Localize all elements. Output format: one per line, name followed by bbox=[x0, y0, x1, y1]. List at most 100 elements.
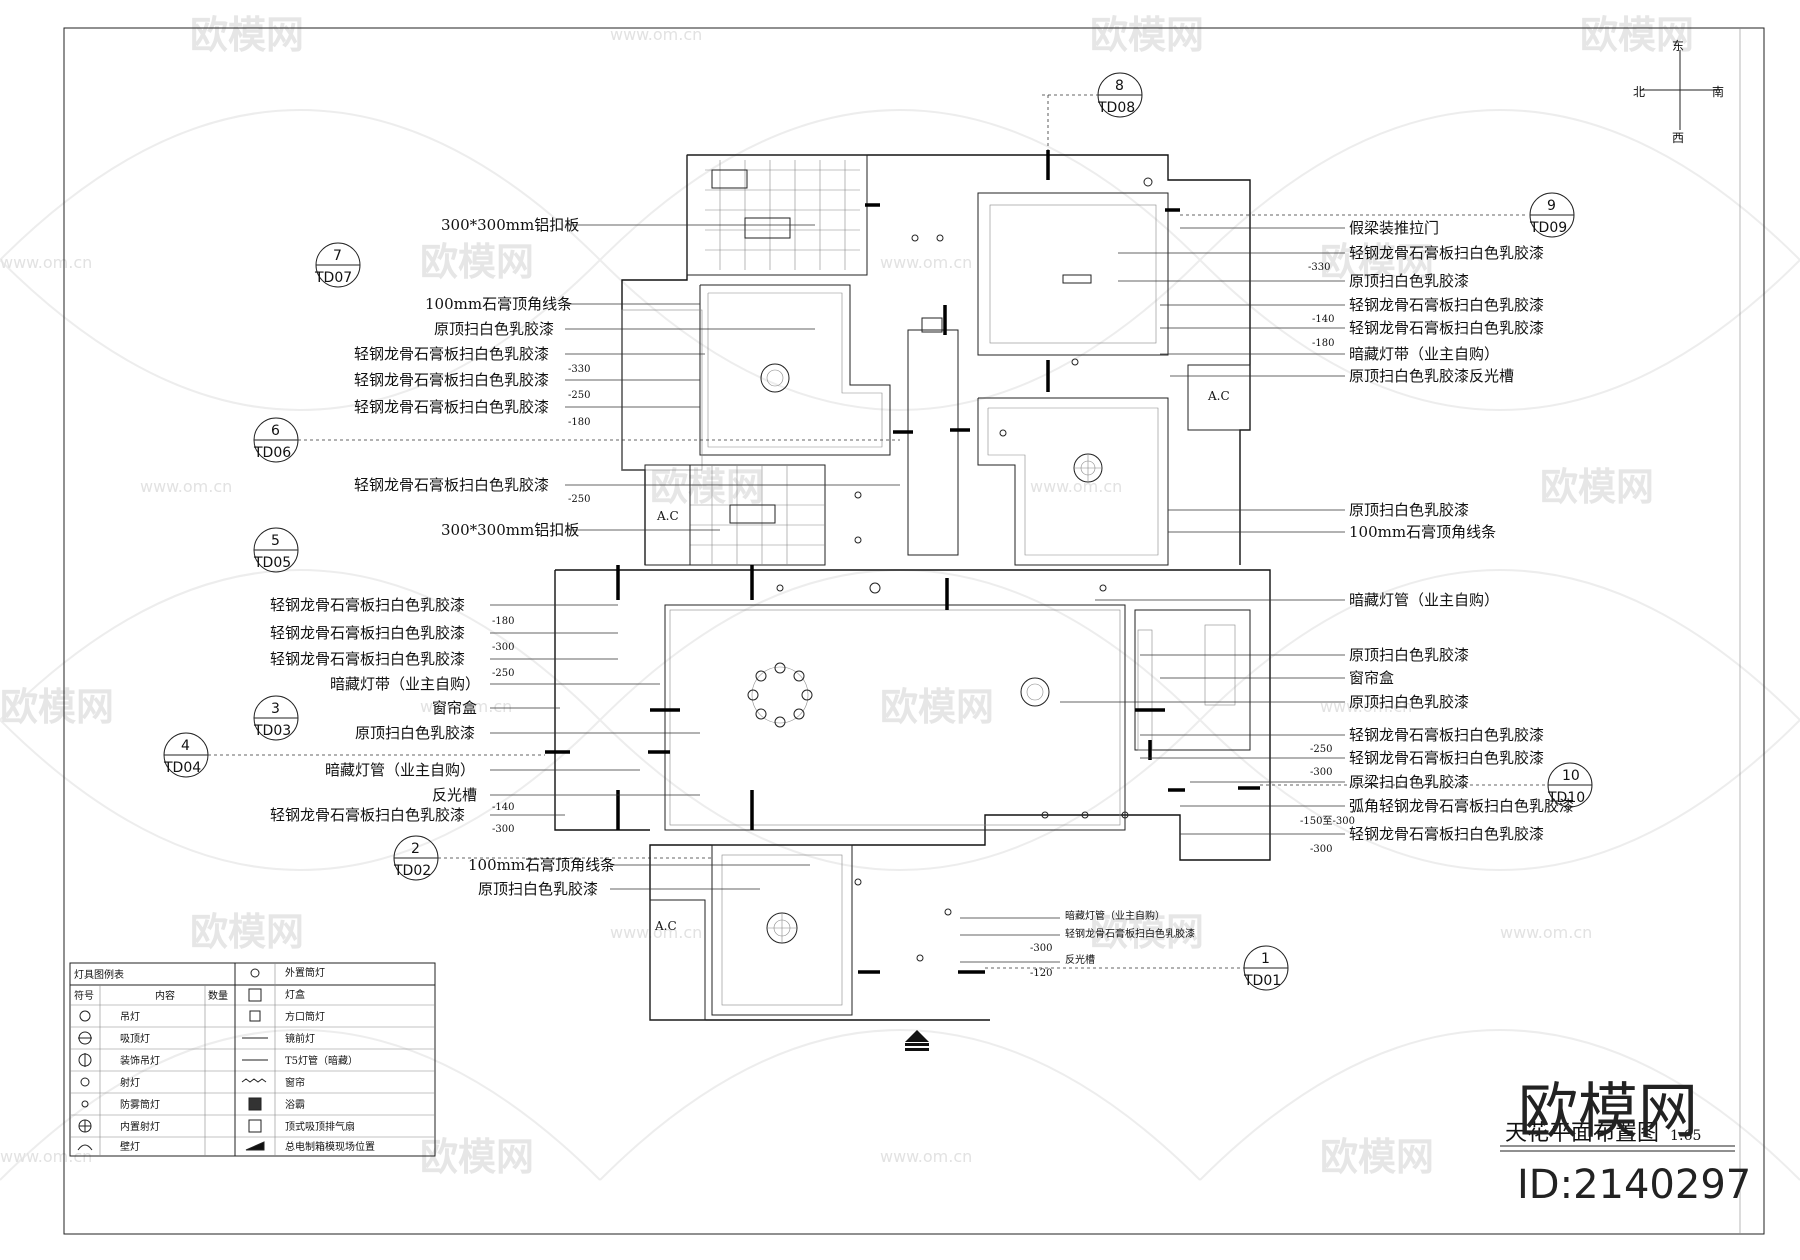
section-num-10: 10 bbox=[1562, 768, 1580, 784]
square-downlight-icon bbox=[249, 1010, 261, 1022]
dim-left-3: -180 bbox=[568, 417, 590, 428]
label-right-10: 暗藏灯管（业主自购） bbox=[1349, 591, 1499, 609]
dim-right-1: -330 bbox=[1308, 262, 1330, 273]
dim-bottom-2: -120 bbox=[1030, 968, 1052, 979]
section-code-td07: TD07 bbox=[314, 270, 352, 286]
dim-bottom-1: -300 bbox=[1030, 943, 1052, 954]
label-right-3: 原顶扫白色乳胶漆 bbox=[1349, 272, 1469, 290]
section-markers: 8 TD08 9 TD09 7 TD07 6 TD06 5 TD05 bbox=[163, 72, 1593, 991]
section-marker-td02: 2 TD02 bbox=[393, 835, 712, 881]
watermark-brand: 欧模网 bbox=[1090, 13, 1204, 57]
ac-unit-north bbox=[1187, 364, 1251, 431]
corridor-ceiling bbox=[907, 329, 959, 556]
label-right-9: 100mm石膏顶角线条 bbox=[1349, 523, 1496, 541]
watermark-site: www.om.cn bbox=[880, 1147, 972, 1166]
drawing-title: 天花平面布置图 bbox=[1505, 1121, 1659, 1146]
label-right-4: 轻钢龙骨石膏板扫白色乳胶漆 bbox=[1349, 296, 1544, 314]
watermark-brand: 欧模网 bbox=[880, 685, 994, 729]
label-left-1: 300*300mm铝扣板 bbox=[441, 216, 579, 234]
dim-left-4: -250 bbox=[568, 494, 590, 505]
label-right-6: 暗藏灯带（业主自购） bbox=[1349, 345, 1499, 363]
legend-item-r4: 镜前灯 bbox=[285, 1032, 315, 1045]
watermark-brand: 欧模网 bbox=[190, 13, 304, 57]
label-left-3: 原顶扫白色乳胶漆 bbox=[434, 320, 554, 338]
label-left-13: 窗帘盒 bbox=[432, 699, 477, 717]
label-right-16: 原梁扫白色乳胶漆 bbox=[1349, 773, 1469, 791]
legend-item-2: 吸顶灯 bbox=[120, 1033, 150, 1045]
section-num-1: 1 bbox=[1261, 951, 1270, 967]
room-master-bedroom bbox=[977, 397, 1169, 566]
curtain-icon bbox=[241, 1078, 267, 1083]
ac-tag-south: A.C bbox=[654, 919, 677, 933]
label-left-17: 轻钢龙骨石膏板扫白色乳胶漆 bbox=[270, 806, 465, 824]
legend-header-content: 内容 bbox=[155, 989, 175, 1002]
label-left-4: 轻钢龙骨石膏板扫白色乳胶漆 bbox=[354, 345, 549, 363]
legend-item-r2: 灯盒 bbox=[285, 988, 305, 1001]
legend-item-1: 吊灯 bbox=[120, 1011, 140, 1023]
watermark-brand: 欧模网 bbox=[1580, 13, 1694, 57]
dim-left-5: -180 bbox=[492, 616, 514, 627]
legend-item-r1: 外置筒灯 bbox=[285, 966, 325, 979]
watermark-brand: 欧模网 bbox=[190, 910, 304, 954]
section-marker-td09: 9 TD09 bbox=[1180, 192, 1575, 238]
label-left-6: 轻钢龙骨石膏板扫白色乳胶漆 bbox=[354, 398, 549, 416]
lighting-legend: 灯具图例表 符号 内容 数量 吊灯 吸顶灯 装饰吊灯 射灯 防雾筒灯 内置射灯 … bbox=[69, 962, 436, 1157]
section-num-3: 3 bbox=[271, 701, 280, 717]
label-right-8: 原顶扫白色乳胶漆 bbox=[1349, 501, 1469, 519]
section-num-6: 6 bbox=[271, 423, 280, 439]
label-right-14: 轻钢龙骨石膏板扫白色乳胶漆 bbox=[1349, 726, 1544, 744]
watermark-site: www.om.cn bbox=[0, 1147, 92, 1166]
section-code-td08: TD08 bbox=[1097, 100, 1135, 116]
section-num-7: 7 bbox=[333, 248, 342, 264]
room-bedroom-north bbox=[977, 192, 1169, 356]
ac-unit-kitchen bbox=[644, 464, 691, 566]
watermark-site: www.om.cn bbox=[1500, 923, 1592, 942]
section-code-td09: TD09 bbox=[1529, 220, 1567, 236]
bath-heater-icon bbox=[248, 1097, 262, 1111]
section-code-td10: TD10 bbox=[1547, 790, 1585, 806]
brand-id: ID:2140297 bbox=[1517, 1162, 1751, 1208]
legend-symbols-left bbox=[77, 1010, 93, 1151]
section-cut-bars bbox=[545, 150, 1260, 974]
watermark-brand: 欧模网 bbox=[420, 240, 534, 284]
surface-downlight-icon bbox=[250, 968, 260, 978]
chandelier bbox=[747, 662, 813, 728]
dim-right-2: -140 bbox=[1312, 314, 1334, 325]
label-right-18: 轻钢龙骨石膏板扫白色乳胶漆 bbox=[1349, 825, 1544, 843]
section-num-9: 9 bbox=[1547, 198, 1556, 214]
appliance-box bbox=[744, 217, 791, 239]
balcony-zone bbox=[686, 154, 868, 276]
section-code-td05: TD05 bbox=[253, 555, 291, 571]
label-right-11: 原顶扫白色乳胶漆 bbox=[1349, 646, 1469, 664]
section-code-td04: TD04 bbox=[163, 760, 201, 776]
wall-lamp-icon bbox=[77, 1144, 93, 1151]
dim-right-5: -300 bbox=[1310, 767, 1332, 778]
label-left-5: 轻钢龙骨石膏板扫白色乳胶漆 bbox=[354, 371, 549, 389]
legend-item-r7: 浴霸 bbox=[285, 1099, 305, 1111]
drawing-frame bbox=[63, 27, 1765, 1235]
stair-zone bbox=[1134, 609, 1251, 751]
dim-left-9: -300 bbox=[492, 824, 514, 835]
section-num-8: 8 bbox=[1115, 78, 1124, 94]
section-code-td02: TD02 bbox=[393, 863, 431, 879]
right-annotations: 假梁装推拉门 轻钢龙骨石膏板扫白色乳胶漆 原顶扫白色乳胶漆 轻钢龙骨石膏板扫白色… bbox=[1060, 219, 1574, 855]
entrance-arrow-icon bbox=[905, 1030, 929, 1042]
dim-right-3: -180 bbox=[1312, 338, 1334, 349]
legend-title: 灯具图例表 bbox=[74, 968, 124, 981]
section-marker-td03: 3 TD03 bbox=[253, 695, 299, 741]
label-right-5: 轻钢龙骨石膏板扫白色乳胶漆 bbox=[1349, 319, 1544, 337]
label-right-15: 轻钢龙骨石膏板扫白色乳胶漆 bbox=[1349, 749, 1544, 767]
pendant-lamp-icon bbox=[79, 1010, 91, 1022]
compass-east: 东 bbox=[1672, 39, 1684, 53]
dim-left-7: -250 bbox=[492, 668, 514, 679]
section-code-td03: TD03 bbox=[253, 723, 291, 739]
legend-header-symbol: 符号 bbox=[74, 989, 94, 1002]
section-num-5: 5 bbox=[271, 533, 280, 549]
label-right-13: 原顶扫白色乳胶漆 bbox=[1349, 693, 1469, 711]
label-left-9: 轻钢龙骨石膏板扫白色乳胶漆 bbox=[270, 596, 465, 614]
watermark-site: www.om.cn bbox=[610, 923, 702, 942]
watermark-text: 欧模网 欧模网 欧模网 www.om.cn 欧模网 欧模网 www.om.cn … bbox=[0, 13, 1694, 1179]
label-left-10: 轻钢龙骨石膏板扫白色乳胶漆 bbox=[270, 624, 465, 642]
section-code-td01: TD01 bbox=[1243, 973, 1281, 989]
